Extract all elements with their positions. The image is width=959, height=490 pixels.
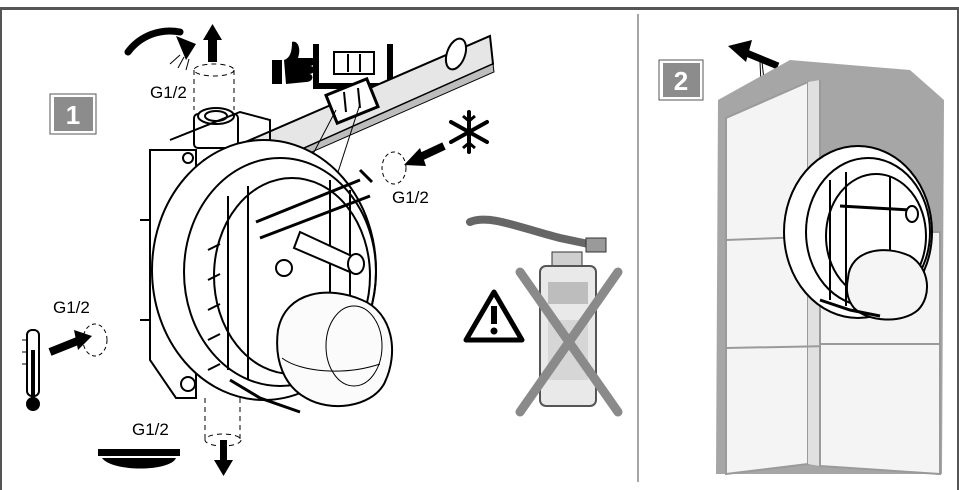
arrow-hot-inlet bbox=[48, 323, 108, 357]
warning-triangle-icon bbox=[463, 289, 525, 343]
snowflake-icon bbox=[449, 110, 489, 154]
thermometer-icon bbox=[22, 329, 40, 411]
label-bottom-outlet: G1/2 bbox=[132, 420, 169, 439]
label-top-outlet: G1/2 bbox=[150, 83, 187, 102]
panel-step-2: 2 bbox=[658, 40, 944, 476]
label-right-inlet: G1/2 bbox=[392, 188, 429, 207]
crossed-out-blowtorch-icon bbox=[466, 215, 623, 417]
panel-step-1: 1 G1/2 bbox=[22, 24, 623, 476]
thumbs-up-icon bbox=[272, 41, 315, 84]
step-badge-1: 1 bbox=[49, 93, 97, 135]
mixer-in-wall bbox=[783, 145, 933, 321]
bathtub-icon bbox=[98, 449, 180, 469]
step-number-2: 2 bbox=[674, 66, 688, 96]
step-badge-2: 2 bbox=[658, 59, 704, 101]
arrow-cold-inlet bbox=[381, 142, 446, 185]
shower-head-icon bbox=[124, 27, 196, 71]
step-number-1: 1 bbox=[66, 100, 80, 130]
mixer-cap bbox=[276, 291, 394, 408]
spirit-level-icon bbox=[313, 44, 393, 89]
label-left-inlet: G1/2 bbox=[53, 298, 90, 317]
arrow-down-outlet bbox=[204, 398, 242, 476]
arrow-up-outlet bbox=[193, 24, 235, 110]
